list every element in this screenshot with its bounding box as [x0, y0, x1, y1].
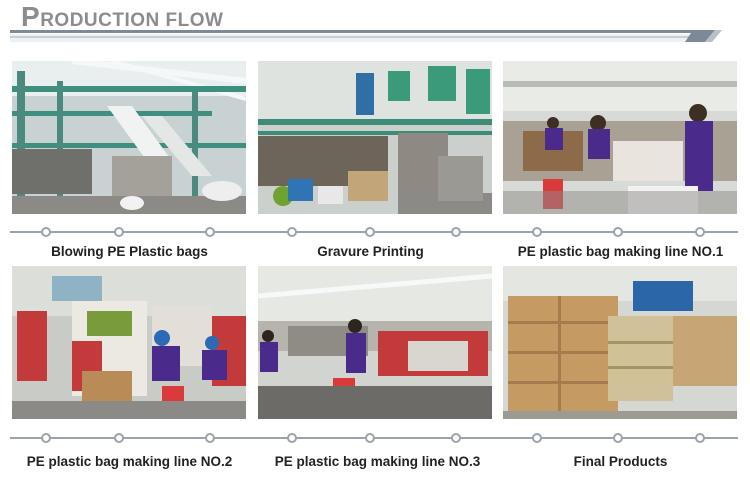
title-rest: RODUCTION FLOW	[40, 10, 224, 31]
photo-gravure-printing	[258, 61, 492, 214]
photo-bag-making-line-1	[503, 61, 737, 214]
caption-gravure-printing: Gravure Printing	[317, 244, 424, 259]
page-title: PRODUCTION FLOW	[21, 1, 223, 33]
caption-bag-making-line-3: PE plastic bag making line NO.3	[274, 454, 481, 469]
photo-bag-making-line-3	[258, 266, 492, 419]
title-initial: P	[21, 1, 41, 32]
separator-row-1	[10, 227, 738, 237]
photo-bag-making-line-2	[12, 266, 246, 419]
photo-blowing-pe	[12, 61, 246, 214]
header-underline	[10, 30, 722, 42]
caption-bag-making-line-2: PE plastic bag making line NO.2	[26, 454, 233, 469]
caption-bag-making-line-1: PE plastic bag making line NO.1	[517, 244, 724, 259]
photo-final-products	[503, 266, 737, 419]
caption-final-products: Final Products	[573, 454, 668, 469]
separator-row-2	[10, 433, 738, 443]
caption-blowing-pe: Blowing PE Plastic bags	[51, 244, 208, 259]
